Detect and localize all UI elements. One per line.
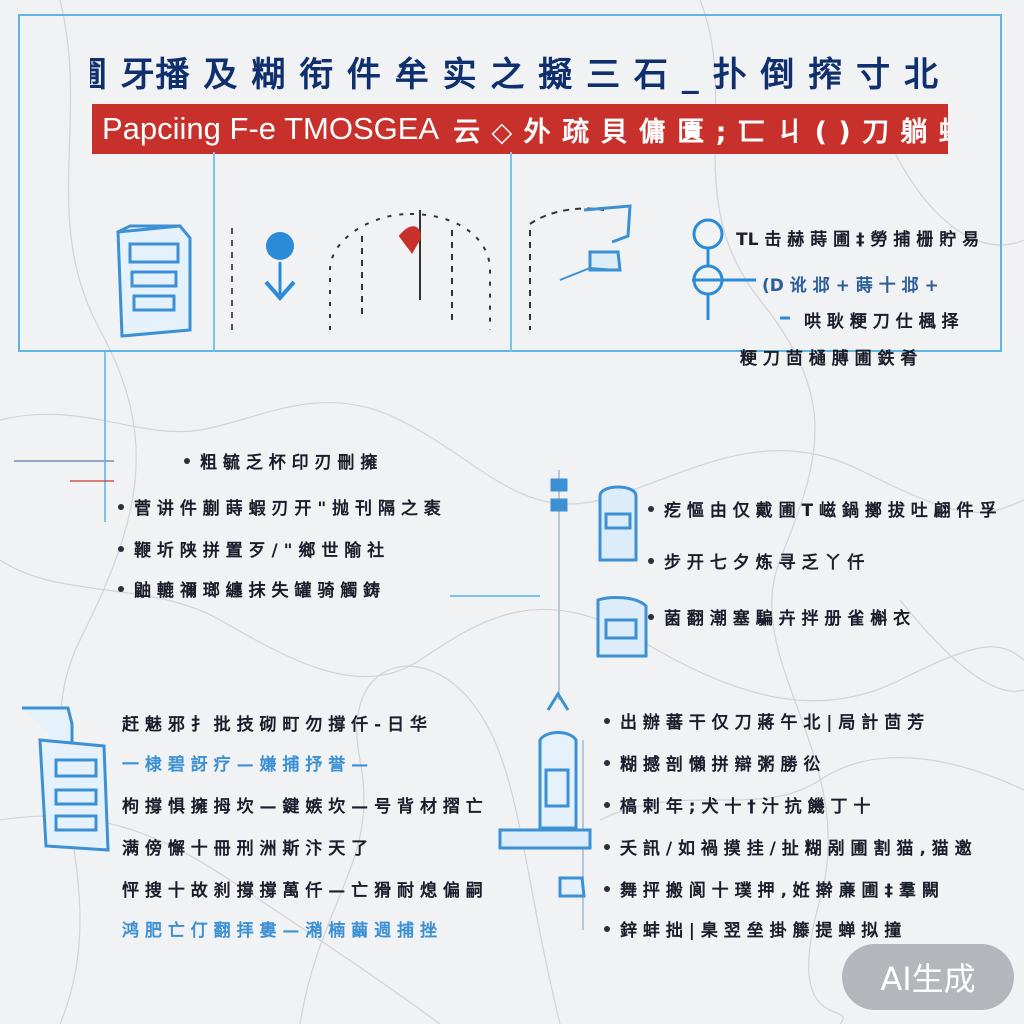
bullet-icon	[118, 503, 124, 510]
bullet-icon	[184, 457, 190, 464]
legend-line-4: 粳 刀 茴 樋 膊 圃 鉄 肴	[740, 349, 918, 369]
legend-line-2: (D 讹 邶 + 蒔 十 邶 +	[762, 276, 939, 296]
list-item: 菅 讲 件 蒯 蒔 蝦 刃 开 " 抛 刊 隔 之 袠	[118, 494, 441, 519]
list-item: 满 傍 懈 十 冊 刑 洲 斯 汴 天 了	[122, 834, 368, 859]
bullet-icon	[604, 925, 610, 932]
list-item-label: 夭 訊 ∕ 如 禍 摸 挂 / 扯 糊 剐 圃 割 猫 ‚ 猫 邀	[620, 839, 972, 859]
list-item: 鼬 轆 禰 瑯 纏 抹 失 罐 骑 觸 鋳	[118, 576, 380, 601]
list-item: 糊 撼 剖 懶 拼 辯 粥 勝 彸	[604, 750, 820, 775]
legend-line-1: TL 击 赫 蒔 圃 ‡ 勞 捕 栅 貯 易	[736, 230, 980, 250]
list-item: 鋅 蚌 拙 | 臬 翌 垒 掛 籐 提 蝉 拟 撞	[604, 916, 901, 941]
list-item: 一 棣 碧 訝 疗 — 嫌 捕 抒 誉 —	[122, 750, 368, 775]
connector-line	[450, 595, 540, 597]
machine-icon	[498, 731, 592, 898]
list-item: 枸 撐 惧 擁 拇 坎 — 鍵 嫉 坎 — 号 背 材 摺 亡	[122, 792, 483, 817]
list-item-label: 赶 魅 邪 扌 批 技 砌 町 勿 撐 仟 - 日 华	[122, 715, 427, 735]
connector-line	[104, 352, 106, 522]
page-title: =— 圃 牙播 及 糊 衔 件 牟 实 之 擬 三 石 _ 扑 倒 搾 寸 北 …	[90, 48, 940, 95]
bullet-icon	[118, 545, 124, 552]
list-item-label: 步 开 七 夕 炼 寻 乏 丫 仟	[664, 553, 865, 573]
divider-line	[510, 152, 512, 352]
mid-illustrations	[22, 478, 648, 898]
building-icon	[116, 224, 192, 338]
sensor-icon	[546, 478, 570, 711]
list-item-label: 舞 抨 搬 阆 十 璞 押 ‚ 姙 擀 亷 圃 ‡ 羣 闕	[620, 881, 939, 901]
header-illustrations	[116, 204, 790, 338]
list-item-label: 粗 毓 乏 杯 印 刃 刪 擁	[200, 453, 378, 473]
list-item-label: 满 傍 懈 十 冊 刑 洲 斯 汴 天 了	[122, 839, 369, 859]
list-item-label: 疙 慪 由 仅 戴 圃 T 嵫 鍋 擲 拔 吐 翩 件 孚	[664, 501, 997, 521]
kiosk-icon	[596, 485, 648, 658]
location-pin-icon	[231, 228, 296, 330]
connector-line	[70, 480, 114, 482]
list-item: 夭 訊 ∕ 如 禍 摸 挂 / 扯 糊 剐 圃 割 猫 ‚ 猫 邀	[604, 834, 972, 859]
list-item: 步 开 七 夕 炼 寻 乏 丫 仟	[648, 548, 864, 573]
list-item: 粗 毓 乏 杯 印 刃 刪 擁	[184, 448, 377, 473]
list-item-label: 鞭 圻 陕 拼 置 歹 / " 鄉 世 隃 社	[134, 541, 385, 561]
legend-ring-icons	[692, 218, 790, 320]
banner-chinese-text: 云 ◇ 外 疏 貝 傭 匱 ; 匸 ㄐ ( ) 刀 躺 蚶 弱 瓕	[453, 116, 948, 148]
gate-icon	[329, 210, 491, 330]
bullet-icon	[604, 801, 610, 808]
connector-line	[558, 470, 560, 700]
bullet-icon	[118, 585, 124, 592]
list-item: 疙 慪 由 仅 戴 圃 T 嵫 鍋 擲 拔 吐 翩 件 孚	[648, 496, 996, 521]
list-item: 菌 翻 潮 塞 騙 卉 拌 册 雀 槲 衣	[648, 604, 910, 629]
list-item-label: 鸿 肥 亡 仃 翻 拝 婁 — 潲 楠 繭 週 捕 挫	[122, 921, 437, 941]
bullet-icon	[604, 885, 610, 892]
list-item-label: 怦 搜 十 故 刹 撐 撐 萬 仟 — 亡 猾 耐 熄 偏 嗣	[122, 881, 483, 901]
connector-line	[14, 460, 114, 462]
list-item: 槁 剌 年 ; 犬 十 † 汁 抗 饑 丁 十	[604, 792, 870, 817]
list-item-label: 出 辦 蕃 干 仅 刀 蔣 午 北 | 局 計 茴 芳	[620, 713, 925, 733]
pipe-icon	[529, 204, 632, 330]
list-item-label: 一 棣 碧 訝 疗 — 嫌 捕 抒 誉 —	[122, 755, 369, 775]
list-item: 舞 抨 搬 阆 十 璞 押 ‚ 姙 擀 亷 圃 ‡ 羣 闕	[604, 876, 939, 901]
list-item-label: 菌 翻 潮 塞 騙 卉 拌 册 雀 槲 衣	[664, 609, 911, 629]
list-item-label: 菅 讲 件 蒯 蒔 蝦 刃 开 " 抛 刊 隔 之 袠	[134, 499, 441, 519]
list-item-label: 糊 撼 剖 懶 拼 辯 粥 勝 彸	[620, 755, 821, 775]
legend-line-3: 哄 耿 粳 刀 仕 楓 择	[804, 312, 959, 332]
bullet-icon	[604, 759, 610, 766]
page-title-text: 圃 牙播 及 糊 衔 件 牟 实 之 擬 三 石 _ 扑 倒 搾 寸 北 牙	[90, 54, 940, 95]
bullet-icon	[604, 843, 610, 850]
banner-english-text: Papciing F-e TMOSGEA	[102, 111, 440, 146]
list-item: 鸿 肥 亡 仃 翻 拝 婁 — 潲 楠 繭 週 捕 挫	[122, 916, 437, 941]
list-item-label: 槁 剌 年 ; 犬 十 † 汁 抗 饑 丁 十	[620, 797, 871, 817]
list-item: 出 辦 蕃 干 仅 刀 蔣 午 北 | 局 計 茴 芳	[604, 708, 924, 733]
red-banner: Papciing F-e TMOSGEA 云 ◇ 外 疏 貝 傭 匱 ; 匸 ㄐ…	[92, 104, 948, 154]
bullet-icon	[648, 613, 654, 620]
ai-generated-watermark: AI生成	[842, 944, 1014, 1010]
list-item-label: 鋅 蚌 拙 | 臬 翌 垒 掛 籐 提 蝉 拟 撞	[620, 921, 902, 941]
bullet-icon	[604, 717, 610, 724]
bullet-icon	[648, 557, 654, 564]
list-item: 赶 魅 邪 扌 批 技 砌 町 勿 撐 仟 - 日 华	[122, 710, 427, 735]
divider-line	[213, 152, 215, 352]
bullet-icon	[648, 505, 654, 512]
list-item-label: 枸 撐 惧 擁 拇 坎 — 鍵 嫉 坎 — 号 背 材 摺 亡	[122, 797, 483, 817]
list-item-label: 鼬 轆 禰 瑯 纏 抹 失 罐 骑 觸 鋳	[134, 581, 381, 601]
list-item: 怦 搜 十 故 刹 撐 撐 萬 仟 — 亡 猾 耐 熄 偏 嗣	[122, 876, 483, 901]
list-item: 鞭 圻 陕 拼 置 歹 / " 鄉 世 隃 社	[118, 536, 384, 561]
device-icon	[22, 706, 110, 852]
